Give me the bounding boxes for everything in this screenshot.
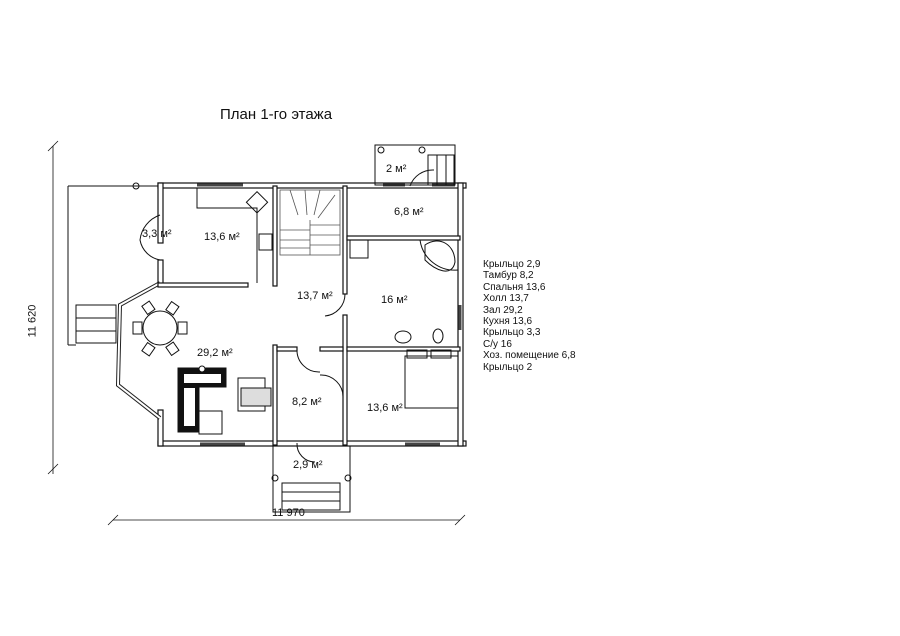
- legend-item: Зал 29,2: [483, 304, 523, 316]
- bathtub: [424, 240, 456, 272]
- dimension-lines: [47, 140, 466, 526]
- room-legend: Крыльцо 2,9 Тамбур 8,2 Спальня 13,6 Холл…: [483, 259, 576, 373]
- plan-title: План 1-го этажа: [220, 106, 333, 123]
- room-label-porch-3-3: 3,3 м²: [142, 228, 172, 240]
- legend-item: Хоз. помещение 6,8: [483, 350, 576, 362]
- stove-icon: [258, 233, 273, 251]
- porch-posts: [132, 146, 426, 482]
- height-dimension: 11 620: [26, 304, 39, 338]
- room-label-living: 29,2 м²: [197, 347, 233, 359]
- room-label-porch-2-9: 2,9 м²: [293, 459, 323, 471]
- room-label-porch-2: 2 м²: [386, 163, 407, 175]
- kitchen-counter: [196, 188, 258, 283]
- legend-item: Крыльцо 2: [483, 361, 533, 373]
- bottom-porch: [272, 445, 351, 513]
- dining-table: [142, 310, 178, 346]
- bottom-porch-steps: [281, 482, 341, 511]
- room-label-bedroom: 13,6 м²: [367, 402, 403, 414]
- chairs: [132, 300, 188, 357]
- door-arc: [139, 214, 161, 261]
- legend-item: Холл 13,7: [483, 293, 529, 305]
- shower: [349, 239, 369, 259]
- legend-item: Крыльцо 2,9: [483, 259, 541, 270]
- width-dimension: 11 970: [272, 507, 305, 519]
- legend-item: С/у 16: [483, 338, 512, 350]
- top-porch: [374, 144, 456, 186]
- left-steps: [75, 304, 117, 344]
- room-label-utility: 6,8 м²: [394, 206, 424, 218]
- staircase: [279, 189, 341, 256]
- legend-item: Тамбур 8,2: [483, 270, 534, 282]
- top-porch-steps: [427, 154, 455, 186]
- interior-walls: [157, 185, 461, 446]
- sink: [394, 330, 412, 344]
- bed: [404, 355, 459, 409]
- room-label-vestibule: 8,2 м²: [292, 396, 322, 408]
- room-label-bathroom: 16 м²: [381, 294, 408, 306]
- legend-item: Кухня 13,6: [483, 316, 533, 328]
- toilet: [432, 328, 444, 344]
- legend-item: Крыльцо 3,3: [483, 327, 541, 339]
- legend-item: Спальня 13,6: [483, 281, 546, 293]
- room-label-hall: 13,7 м²: [297, 290, 333, 302]
- room-label-kitchen: 13,6 м²: [204, 231, 240, 243]
